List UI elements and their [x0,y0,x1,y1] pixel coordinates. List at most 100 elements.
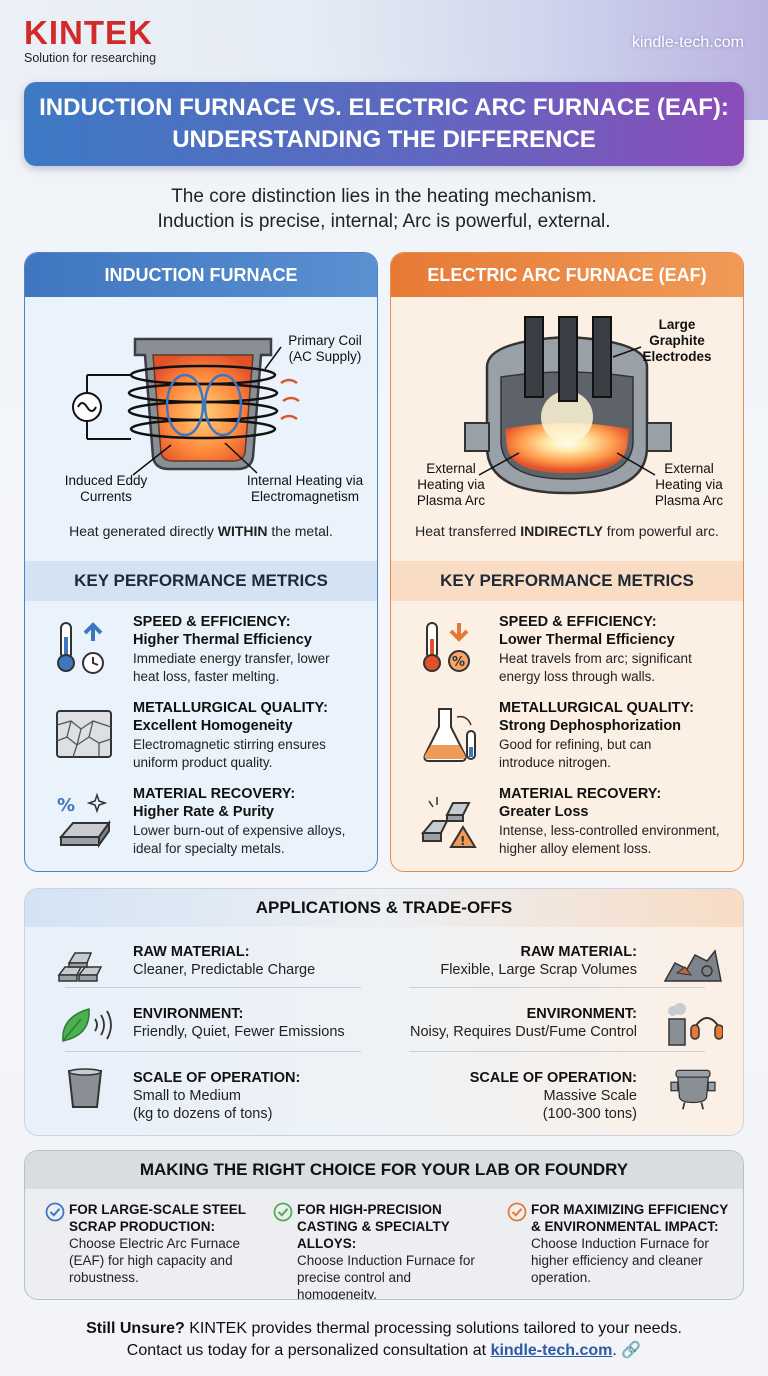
logo-tagline: Solution for researching [24,51,157,65]
metric-title: METALLURGICAL QUALITY: [499,700,694,716]
metric-title: SPEED & EFFICIENCY: [499,614,657,630]
metric-desc-2: uniform product quality. [133,755,273,770]
app-desc-2: (kg to dozens of tons) [133,1106,273,1122]
external-label-right-3: Plasma Arc [654,493,724,508]
divider [65,987,361,988]
svg-text:%: % [57,795,75,816]
choice-item-eaf: FOR LARGE-SCALE STEEL SCRAP PRODUCTION: … [45,1201,277,1286]
choice-desc-1: Choose Induction Furnace for [531,1236,709,1251]
eaf-metrics-heading: KEY PERFORMANCE METRICS [391,561,743,601]
metric-desc-2: energy loss through walls. [499,669,656,684]
primary-coil-label: Primary Coil [288,333,362,348]
ingots-icon [57,952,103,982]
choice-desc-2: higher efficiency and cleaner [531,1253,703,1268]
metric-desc-1: Intense, less-controlled environment, [499,823,720,838]
kintek-logo[interactable]: KINTEK Solution for researching [24,14,157,66]
eaf-panel: ELECTRIC ARC FURNACE (EAF) [390,252,744,872]
metric-desc-1: Heat travels from arc; significant [499,651,692,666]
electrodes-label-3: Electrodes [642,349,712,364]
external-label-2: Heating via [417,477,485,492]
footer-line-2: Contact us today for a personalized cons… [126,1342,642,1359]
choice-title-2: SCRAP PRODUCTION: [69,1219,216,1234]
metric-subtitle: Lower Thermal Efficiency [499,632,675,648]
choice-section: MAKING THE RIGHT CHOICE FOR YOUR LAB OR … [24,1150,744,1300]
logo-name: KINTEK [24,14,153,51]
app-induction-raw: RAW MATERIAL: Cleaner, Predictable Charg… [25,939,385,995]
app-desc-1: Small to Medium [133,1088,241,1104]
site-link[interactable]: kindle-tech.com [631,34,744,51]
metric-desc-1: Good for refining, but can [499,737,652,752]
choice-desc-2: precise control and [297,1270,412,1285]
ingot-percent-icon: % [57,792,111,849]
metric-title: METALLURGICAL QUALITY: [133,700,328,716]
choice-title-1: FOR HIGH-PRECISION [297,1202,442,1217]
eaf-diagram: Large Graphite Electrodes External Heati… [391,297,743,508]
app-title: ENVIRONMENT: [133,1006,244,1022]
induction-metrics-heading: KEY PERFORMANCE METRICS [25,561,377,601]
app-desc-2: (100-300 tons) [542,1106,637,1122]
induction-metric-speed: SPEED & EFFICIENCY: Higher Thermal Effic… [25,613,377,703]
divider [65,1051,361,1052]
app-eaf-scale: SCALE OF OPERATION: Massive Scale (100-3… [385,1065,743,1122]
app-desc: Flexible, Large Scrap Volumes [440,962,637,978]
choice-desc-1: Choose Electric Arc Furnace [69,1236,241,1251]
induction-metric-recovery: % MATERIAL RECOVERY: Higher Rate & Purit… [25,785,377,871]
metric-title: MATERIAL RECOVERY: [133,786,296,802]
choice-desc-1: Choose Induction Furnace for [297,1253,475,1268]
choice-desc-3: homogeneity. [297,1287,378,1300]
induction-heading: INDUCTION FURNACE [25,253,377,297]
metric-title: MATERIAL RECOVERY: [499,786,662,802]
metric-subtitle: Higher Rate & Purity [133,804,274,820]
metric-desc-2: heat loss, faster melting. [133,669,280,684]
eaf-metric-speed: % SPEED & EFFICIENCY: Lower Thermal Effi… [391,613,743,703]
choice-title-2: & ENVIRONMENTAL IMPACT: [531,1219,719,1234]
metric-desc-2: ideal for specialty metals. [133,841,285,856]
eddy-label-2: Currents [80,489,132,504]
app-title: ENVIRONMENT: [526,1006,637,1022]
metric-subtitle: Strong Dephosphorization [499,718,682,734]
eaf-heading: ELECTRIC ARC FURNACE (EAF) [391,253,743,297]
internal-label-1: Internal Heating via [246,473,364,488]
scrap-pile-icon [663,949,722,982]
arc-furnace-icon [464,316,672,495]
check-icon [45,1202,65,1222]
choice-desc-2: (EAF) for high capacity and [69,1253,233,1268]
choice-desc-3: operation. [531,1270,592,1285]
app-title: RAW MATERIAL: [133,944,250,960]
title-line-2: UNDERSTANDING THE DIFFERENCE [172,126,596,153]
choice-item-efficiency: FOR MAXIMIZING EFFICIENCY & ENVIRONMENTA… [507,1201,739,1286]
external-label-3: Plasma Arc [416,493,486,508]
check-icon [273,1202,293,1222]
app-induction-env: ENVIRONMENT: Friendly, Quiet, Fewer Emis… [25,1001,385,1057]
app-desc: Friendly, Quiet, Fewer Emissions [133,1024,345,1040]
thermometer-up-icon [57,622,104,674]
metric-subtitle: Higher Thermal Efficiency [133,632,312,648]
primary-coil-sublabel: (AC Supply) [288,349,362,364]
choice-desc-3: robustness. [69,1270,139,1285]
eaf-metric-recovery: ! MATERIAL RECOVERY: Greater Loss Intens… [391,785,743,871]
choice-title-2: CASTING & SPECIALTY ALLOYS: [297,1219,450,1251]
applications-heading: APPLICATIONS & TRADE-OFFS [25,889,743,927]
footer-line-1: Still Unsure? KINTEK provides thermal pr… [86,1320,682,1337]
intro-text: The core distinction lies in the heating… [0,184,768,234]
induction-furnace-icon [72,337,300,476]
electrodes-label-1: Large [658,317,696,332]
app-induction-scale: SCALE OF OPERATION: Small to Medium (kg … [25,1065,385,1122]
induction-metric-quality: METALLURGICAL QUALITY: Excellent Homogen… [25,699,377,789]
metric-subtitle: Excellent Homogeneity [133,718,293,734]
app-desc: Noisy, Requires Dust/Fume Control [410,1024,637,1040]
large-furnace-icon [670,1069,716,1110]
metric-title: SPEED & EFFICIENCY: [133,614,291,630]
title-line-1: INDUCTION FURNACE VS. ELECTRIC ARC FURNA… [39,94,729,121]
choice-heading: MAKING THE RIGHT CHOICE FOR YOUR LAB OR … [25,1151,743,1189]
metric-desc-2: introduce nitrogen. [499,755,611,770]
induction-panel: INDUCTION FURNACE [24,252,378,872]
footer-link[interactable]: kindle-tech.com [490,1342,613,1359]
thermometer-down-icon: % [423,622,470,672]
metric-desc-1: Electromagnetic stirring ensures [133,737,326,752]
external-label-right-2: Heating via [655,477,723,492]
external-label-right-1: External [664,461,714,476]
eaf-metric-quality: METALLURGICAL QUALITY: Strong Dephosphor… [391,699,743,789]
leaf-icon [62,1008,112,1042]
internal-label-2: Electromagnetism [250,489,360,504]
